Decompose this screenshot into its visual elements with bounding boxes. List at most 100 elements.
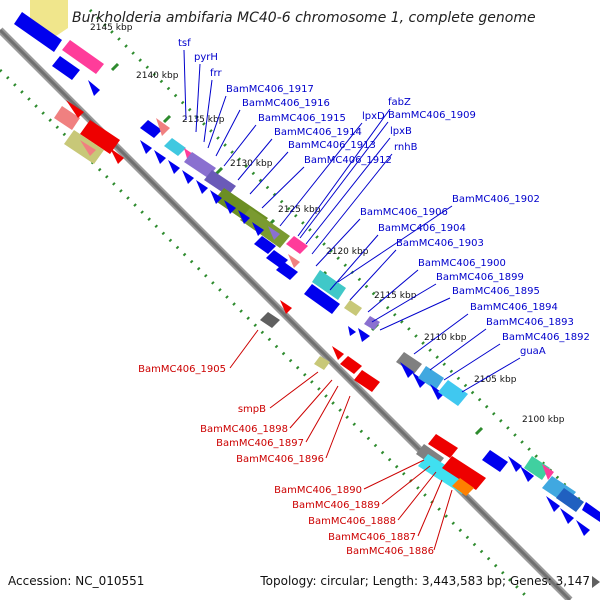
gene-label-forward[interactable]: BamMC406_1917 <box>226 84 314 95</box>
gene-feature[interactable] <box>546 496 560 512</box>
gene-feature[interactable] <box>400 362 414 378</box>
gene-feature[interactable] <box>482 450 508 472</box>
gene-label-reverse[interactable]: BamMC406_1886 <box>346 546 434 557</box>
gene-label-forward[interactable]: BamMC406_1894 <box>470 302 558 313</box>
gene-feature[interactable] <box>556 488 584 512</box>
gene-feature[interactable] <box>442 456 486 490</box>
gene-feature[interactable] <box>210 190 222 204</box>
gene-feature[interactable] <box>204 170 236 196</box>
gene-feature[interactable] <box>396 352 422 374</box>
gene-feature[interactable] <box>240 208 290 248</box>
gene-feature[interactable] <box>110 148 124 164</box>
gene-label-reverse[interactable]: BamMC406_1889 <box>292 500 380 511</box>
gene-label-reverse[interactable]: BamMC406_1905 <box>138 364 226 375</box>
gene-feature[interactable] <box>332 346 344 360</box>
gene-label-forward[interactable]: lpxB <box>390 126 412 137</box>
gene-feature[interactable] <box>14 12 62 52</box>
gene-feature[interactable] <box>224 200 236 214</box>
gene-feature[interactable] <box>354 370 380 392</box>
gene-feature[interactable] <box>286 236 308 254</box>
gene-feature[interactable] <box>312 270 346 300</box>
gene-feature[interactable] <box>54 106 80 130</box>
gene-feature[interactable] <box>430 384 444 400</box>
scroll-right-icon[interactable] <box>592 576 600 588</box>
gene-label-forward[interactable]: tsf <box>178 38 191 49</box>
gene-feature[interactable] <box>452 478 474 496</box>
gene-feature[interactable] <box>582 502 600 522</box>
gene-feature[interactable] <box>184 152 216 178</box>
gene-label-forward[interactable]: BamMC406_1914 <box>274 127 362 138</box>
gene-label-forward[interactable]: lpxD <box>362 111 385 122</box>
gene-feature[interactable] <box>358 328 370 342</box>
gene-label-forward[interactable]: guaA <box>520 346 546 357</box>
gene-label-forward[interactable]: BamMC406_1906 <box>360 207 448 218</box>
gene-feature[interactable] <box>418 366 444 390</box>
gene-feature[interactable] <box>280 300 292 314</box>
gene-label-forward[interactable]: BamMC406_1900 <box>418 258 506 269</box>
gene-feature[interactable] <box>276 262 298 280</box>
gene-feature[interactable] <box>520 466 534 482</box>
gene-feature[interactable] <box>52 56 80 80</box>
gene-feature[interactable] <box>348 326 356 336</box>
gene-feature[interactable] <box>524 456 550 480</box>
gene-feature[interactable] <box>254 236 276 254</box>
gene-feature[interactable] <box>62 40 104 74</box>
gene-label-reverse[interactable]: BamMC406_1890 <box>274 485 362 496</box>
gene-feature[interactable] <box>66 100 84 118</box>
gene-feature[interactable] <box>80 120 120 154</box>
gene-label-forward[interactable]: BamMC406_1909 <box>388 110 476 121</box>
gene-feature[interactable] <box>252 222 264 236</box>
gene-feature[interactable] <box>508 456 522 472</box>
gene-label-forward[interactable]: BamMC406_1902 <box>452 194 540 205</box>
gene-label-forward[interactable]: fabZ <box>388 97 411 108</box>
gene-feature[interactable] <box>438 380 468 406</box>
gene-label-reverse[interactable]: BamMC406_1898 <box>200 424 288 435</box>
gene-feature[interactable] <box>64 130 104 164</box>
gene-feature[interactable] <box>560 508 574 524</box>
gene-label-reverse[interactable]: BamMC406_1888 <box>308 516 396 527</box>
gene-feature[interactable] <box>156 118 170 136</box>
gene-feature[interactable] <box>314 356 330 370</box>
gene-feature[interactable] <box>140 140 152 154</box>
gene-label-reverse[interactable]: BamMC406_1887 <box>328 532 416 543</box>
gene-feature[interactable] <box>260 312 280 328</box>
gene-feature[interactable] <box>412 372 426 388</box>
gene-feature[interactable] <box>182 170 194 184</box>
gene-label-forward[interactable]: BamMC406_1895 <box>452 286 540 297</box>
gene-feature[interactable] <box>428 434 458 458</box>
gene-feature[interactable] <box>542 464 554 480</box>
gene-feature[interactable] <box>344 300 362 316</box>
gene-feature[interactable] <box>340 356 362 374</box>
gene-label-forward[interactable]: BamMC406_1912 <box>304 155 392 166</box>
gene-feature[interactable] <box>168 160 180 174</box>
gene-feature[interactable] <box>164 138 186 156</box>
gene-label-reverse[interactable]: BamMC406_1896 <box>236 454 324 465</box>
gene-label-forward[interactable]: BamMC406_1899 <box>436 272 524 283</box>
gene-feature[interactable] <box>30 0 68 40</box>
gene-feature[interactable] <box>196 180 208 194</box>
gene-label-reverse[interactable]: smpB <box>238 404 266 415</box>
gene-feature[interactable] <box>88 80 100 96</box>
gene-feature[interactable] <box>154 150 166 164</box>
gene-label-forward[interactable]: BamMC406_1893 <box>486 317 574 328</box>
gene-feature[interactable] <box>140 120 162 138</box>
gene-feature[interactable] <box>238 210 250 224</box>
gene-label-forward[interactable]: BamMC406_1913 <box>288 140 376 151</box>
gene-label-reverse[interactable]: BamMC406_1897 <box>216 438 304 449</box>
gene-feature[interactable] <box>364 316 380 330</box>
gene-label-forward[interactable]: rnhB <box>394 142 418 153</box>
gene-label-forward[interactable]: BamMC406_1892 <box>502 332 590 343</box>
gene-label-forward[interactable]: BamMC406_1903 <box>396 238 484 249</box>
gene-label-forward[interactable]: pyrH <box>194 52 218 63</box>
gene-feature[interactable] <box>80 140 96 156</box>
gene-feature[interactable] <box>288 254 300 268</box>
gene-feature[interactable] <box>268 226 280 240</box>
gene-label-forward[interactable]: BamMC406_1916 <box>242 98 330 109</box>
gene-label-forward[interactable]: BamMC406_1915 <box>258 113 346 124</box>
gene-label-forward[interactable]: BamMC406_1904 <box>378 223 466 234</box>
leader-line <box>461 357 521 393</box>
gene-feature[interactable] <box>304 284 340 314</box>
gene-label-forward[interactable]: frr <box>210 68 222 79</box>
leader-line <box>207 95 227 149</box>
gene-feature[interactable] <box>576 520 590 536</box>
